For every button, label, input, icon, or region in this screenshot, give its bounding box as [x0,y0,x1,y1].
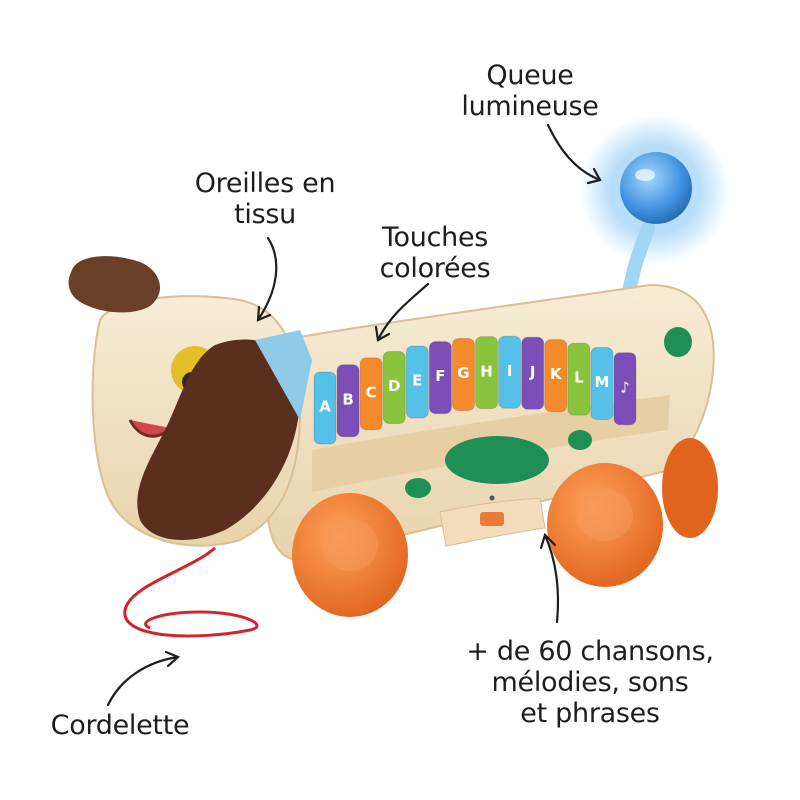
pull-cord [123,546,259,638]
key-letter: B [342,390,353,408]
body-spot [664,327,692,357]
wheels [292,438,718,617]
key-12[interactable] [567,342,591,416]
key-5[interactable] [405,345,429,419]
key-9[interactable] [498,335,522,409]
arrow-ears-head [256,305,272,322]
arrow-cord [106,655,180,707]
head-top-spot [68,256,161,313]
body-spot [445,436,549,484]
key-1[interactable] [313,371,337,445]
label-line: Touches [381,222,489,253]
dog-head [68,256,312,547]
arrow-tail-head [586,167,602,185]
key-13[interactable] [590,347,614,421]
label-line: et phrases [520,698,660,729]
wheel [577,489,633,541]
key-8[interactable] [475,336,499,410]
label-line: tissu [234,199,296,230]
key-letter: E [412,372,422,390]
arrow-songs-head [539,532,557,550]
label-songs: + de 60 chansons, mélodies, sons et phra… [455,636,725,729]
wheel [662,438,718,538]
label-line: colorées [379,253,491,284]
label-colored-keys: Touches colorées [360,222,510,284]
label-cord: Cordelette [40,710,200,741]
label-line: Cordelette [50,710,190,741]
key-letter: G [457,364,469,382]
key-letter: L [574,369,584,387]
arrow-keys [376,282,430,342]
label-line: + de 60 chansons, [466,636,714,667]
key-letter: H [480,362,493,380]
body-spot [568,430,592,450]
key-letter: D [388,377,400,395]
key-letter: J [529,363,536,381]
key-6[interactable] [428,341,452,415]
key-3[interactable] [359,357,383,431]
key-letter: ♪ [620,378,630,396]
key-14[interactable] [613,352,637,426]
key-letter: C [366,383,377,401]
arrow-tail [546,123,602,182]
speaker-dot [489,495,495,501]
arrow-songs [543,533,560,624]
arrow-ears [256,236,278,322]
key-letter: A [319,398,331,416]
key-4[interactable] [382,350,406,424]
light-up-tail [580,115,730,307]
label-light-up-tail: Queue lumineuse [455,60,605,122]
key-10[interactable] [521,336,545,410]
label-line: mélodies, sons [491,667,689,698]
fabric-ear [137,339,300,541]
label-line: Queue [486,60,574,91]
key-letter: M [594,373,609,391]
body-spot [405,478,431,498]
key-letter: I [507,362,513,380]
key-2[interactable] [336,364,360,438]
key-11[interactable] [544,339,568,413]
label-line: lumineuse [461,91,599,122]
key-letter: K [550,365,563,383]
power-switch[interactable] [480,512,504,526]
wheel [322,519,378,571]
key-letter: F [435,367,445,385]
key-7[interactable] [451,337,475,411]
label-fabric-ears: Oreilles en tissu [180,168,350,230]
label-line: Oreilles en [194,168,336,199]
arrow-keys-head [374,325,391,342]
arrow-cord-head [164,650,181,668]
